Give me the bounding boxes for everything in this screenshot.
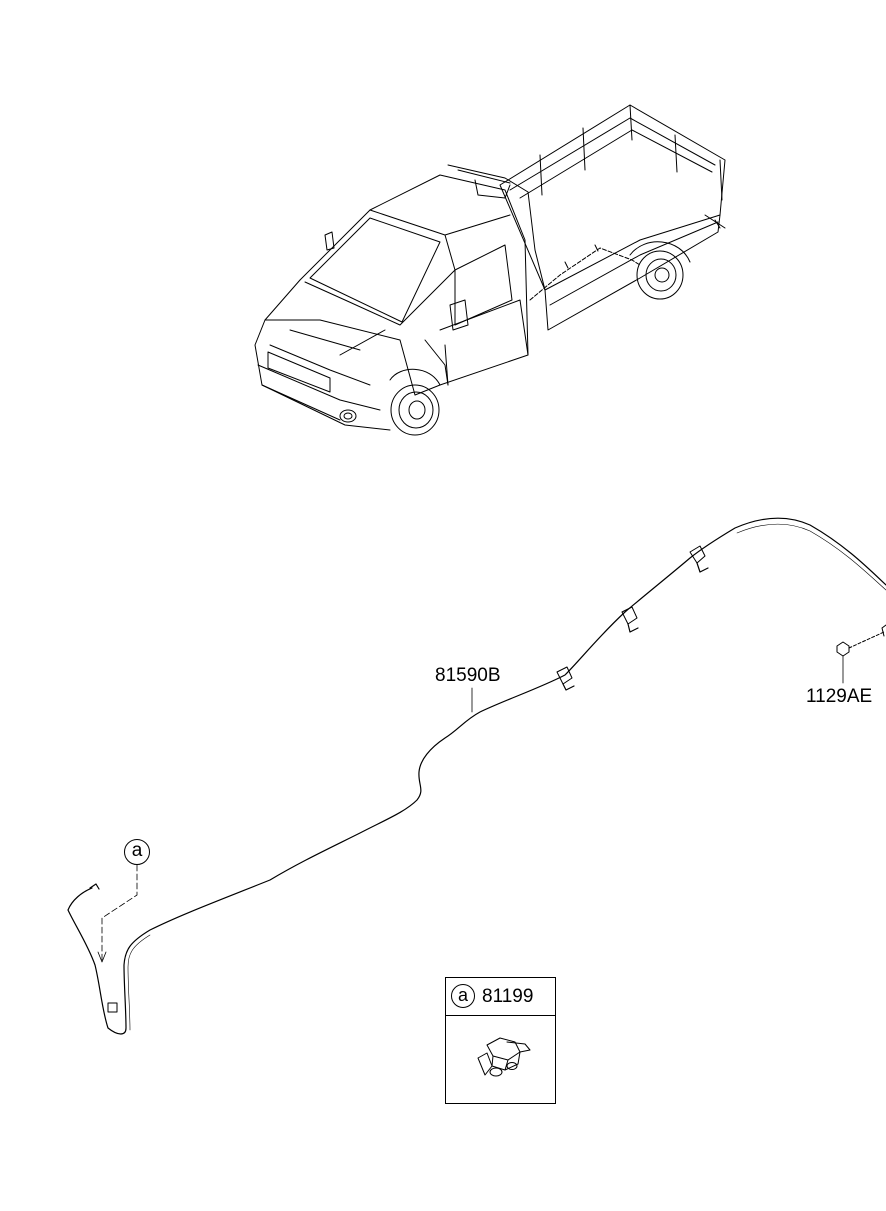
legend-callout-circle: a <box>451 984 475 1008</box>
part-label-1129ae: 1129AE <box>806 686 873 707</box>
legend-header: a 81199 <box>446 978 555 1016</box>
cable-81590b <box>67 517 886 1035</box>
callout-a-circle: a <box>124 839 150 865</box>
clip-81199-icon <box>477 1037 531 1077</box>
truck-illustration <box>254 104 726 436</box>
legend-part-number: 81199 <box>482 986 534 1007</box>
legend-box: a 81199 <box>445 977 556 1104</box>
bolt-1129ae-icon <box>836 624 886 684</box>
part-label-81590b: 81590B <box>435 665 501 686</box>
legend-body <box>446 1016 555 1103</box>
callout-a-leader <box>97 864 138 963</box>
